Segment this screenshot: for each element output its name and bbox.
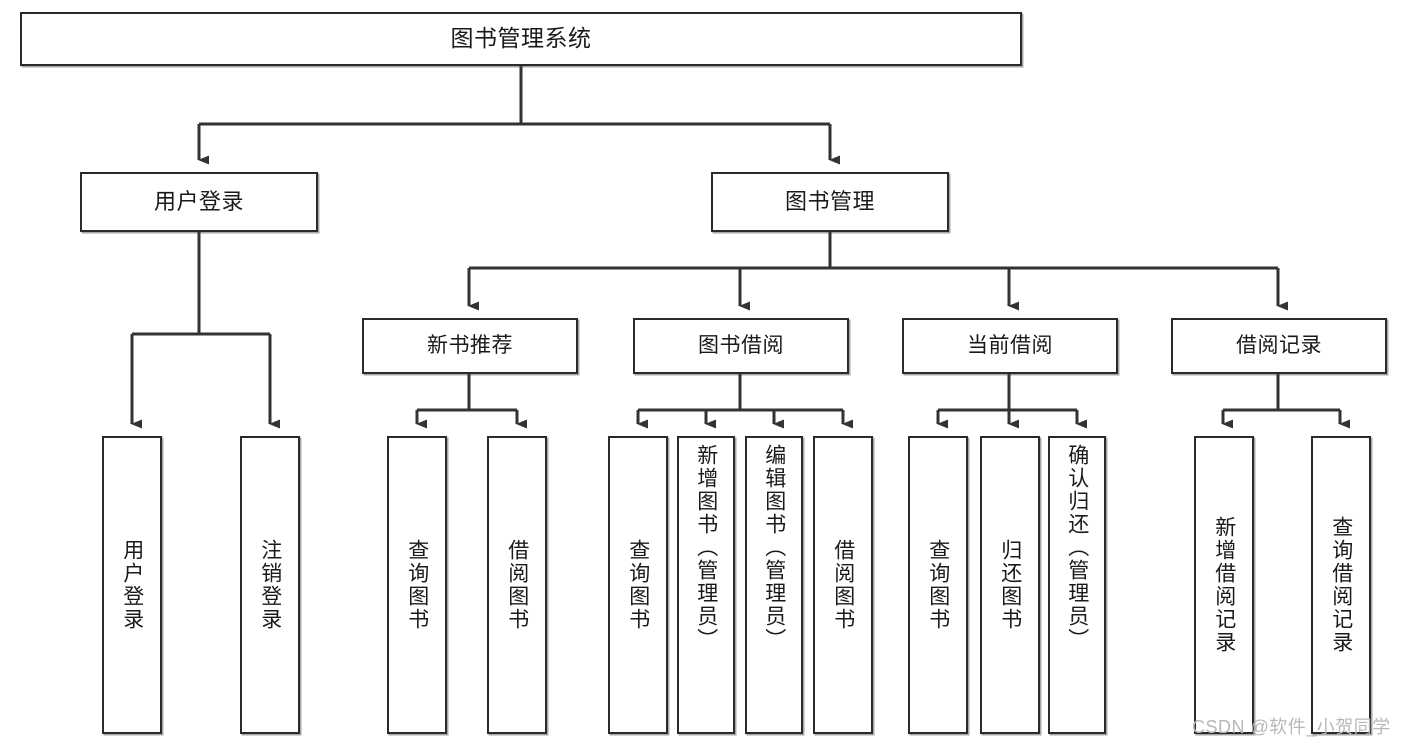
node-label: 图书管理 [784,189,875,215]
node-label: 借阅图书 [505,539,529,631]
node-label: 查询图书 [405,539,429,631]
node-label: 新增图书（管理员） [694,444,718,651]
node-label: 当前借阅 [967,333,1053,357]
node-label: 查询借阅记录 [1329,516,1353,654]
node-label: 图书借阅 [698,333,784,357]
node-label: 新增借阅记录 [1212,516,1236,654]
leaf-query-book-newbook[interactable]: 查询图书 [387,436,447,734]
node-label: 用户登录 [153,189,244,215]
leaf-confirm-return-admin[interactable]: 确认归还（管理员） [1048,436,1106,734]
node-borrow-record[interactable]: 借阅记录 [1171,318,1387,374]
node-label: 查询图书 [926,539,950,631]
leaf-return-book[interactable]: 归还图书 [980,436,1040,734]
node-label: 确认归还（管理员） [1065,444,1089,651]
node-current-borrow[interactable]: 当前借阅 [902,318,1118,374]
node-label: 用户登录 [120,539,144,631]
leaf-query-borrow-record[interactable]: 查询借阅记录 [1311,436,1371,734]
leaf-query-book-current[interactable]: 查询图书 [908,436,968,734]
node-label: 新书推荐 [427,333,513,357]
node-book-borrow[interactable]: 图书借阅 [633,318,849,374]
leaf-add-borrow-record[interactable]: 新增借阅记录 [1194,436,1254,734]
node-label: 编辑图书（管理员） [762,444,786,651]
node-label: 注销登录 [258,539,282,631]
node-root-system[interactable]: 图书管理系统 [20,12,1022,66]
node-label: 借阅记录 [1236,333,1322,357]
node-label: 归还图书 [998,539,1022,631]
leaf-add-book-admin[interactable]: 新增图书（管理员） [677,436,735,734]
leaf-logout[interactable]: 注销登录 [240,436,300,734]
leaf-user-login[interactable]: 用户登录 [102,436,162,734]
node-user-login[interactable]: 用户登录 [80,172,318,232]
node-book-management[interactable]: 图书管理 [711,172,949,232]
leaf-borrow-book-newbook[interactable]: 借阅图书 [487,436,547,734]
node-label: 查询图书 [626,539,650,631]
node-label: 图书管理系统 [450,25,592,52]
node-new-book-recommend[interactable]: 新书推荐 [362,318,578,374]
leaf-borrow-book-borrow[interactable]: 借阅图书 [813,436,873,734]
leaf-edit-book-admin[interactable]: 编辑图书（管理员） [745,436,803,734]
node-label: 借阅图书 [831,539,855,631]
leaf-query-book-borrow[interactable]: 查询图书 [608,436,668,734]
csdn-watermark: CSDN @软件_小贺同学 [1192,717,1391,737]
